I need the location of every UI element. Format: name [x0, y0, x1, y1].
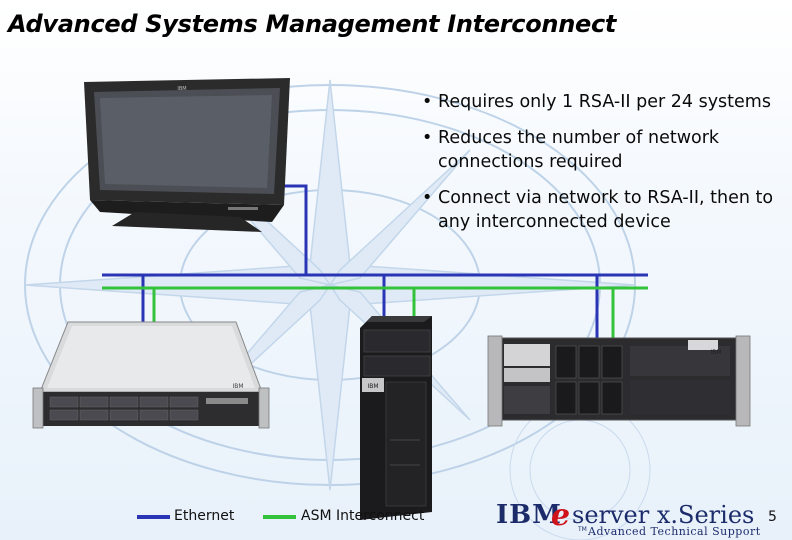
ethernet-lines — [102, 184, 648, 340]
brand-subtitle: Advanced Technical Support — [588, 525, 761, 538]
monitor-logo: IBM — [177, 86, 186, 92]
bullet-item: Reduces the number of network connection… — [418, 126, 778, 174]
brand-tm: TM — [578, 526, 587, 533]
ethernet-drop-monitor — [278, 184, 308, 275]
legend-asm-label: ASM Interconnect — [301, 508, 425, 524]
legend-ethernet-swatch — [137, 515, 170, 519]
rack-server-icon — [32, 321, 270, 429]
rack-server-logo: IBM — [232, 383, 243, 390]
bullet-item: Requires only 1 RSA-II per 24 systems — [418, 90, 778, 114]
bullet-item: Connect via network to RSA-II, then to a… — [418, 186, 778, 234]
brand-server-text: server x.Series — [572, 501, 755, 529]
legend-asm-swatch — [263, 515, 296, 519]
page-number: 5 — [768, 509, 777, 525]
legend-ethernet-label: Ethernet — [174, 508, 235, 524]
large-server-logo: IBM — [710, 349, 721, 356]
bullet-list: Requires only 1 RSA-II per 24 systems Re… — [418, 90, 778, 246]
brand-ibm-text: IBM — [496, 500, 562, 530]
asm-lines — [102, 286, 648, 340]
monitor-icon — [84, 78, 290, 232]
tower-server-icon — [360, 316, 432, 520]
page-title: Advanced Systems Management Interconnect — [8, 10, 617, 38]
brand-logo: IBM e server x.Series TM Advanced Techni… — [496, 498, 760, 538]
large-server-icon — [487, 335, 751, 427]
brand-e-icon: e — [551, 498, 571, 533]
tower-logo: IBM — [367, 383, 378, 390]
